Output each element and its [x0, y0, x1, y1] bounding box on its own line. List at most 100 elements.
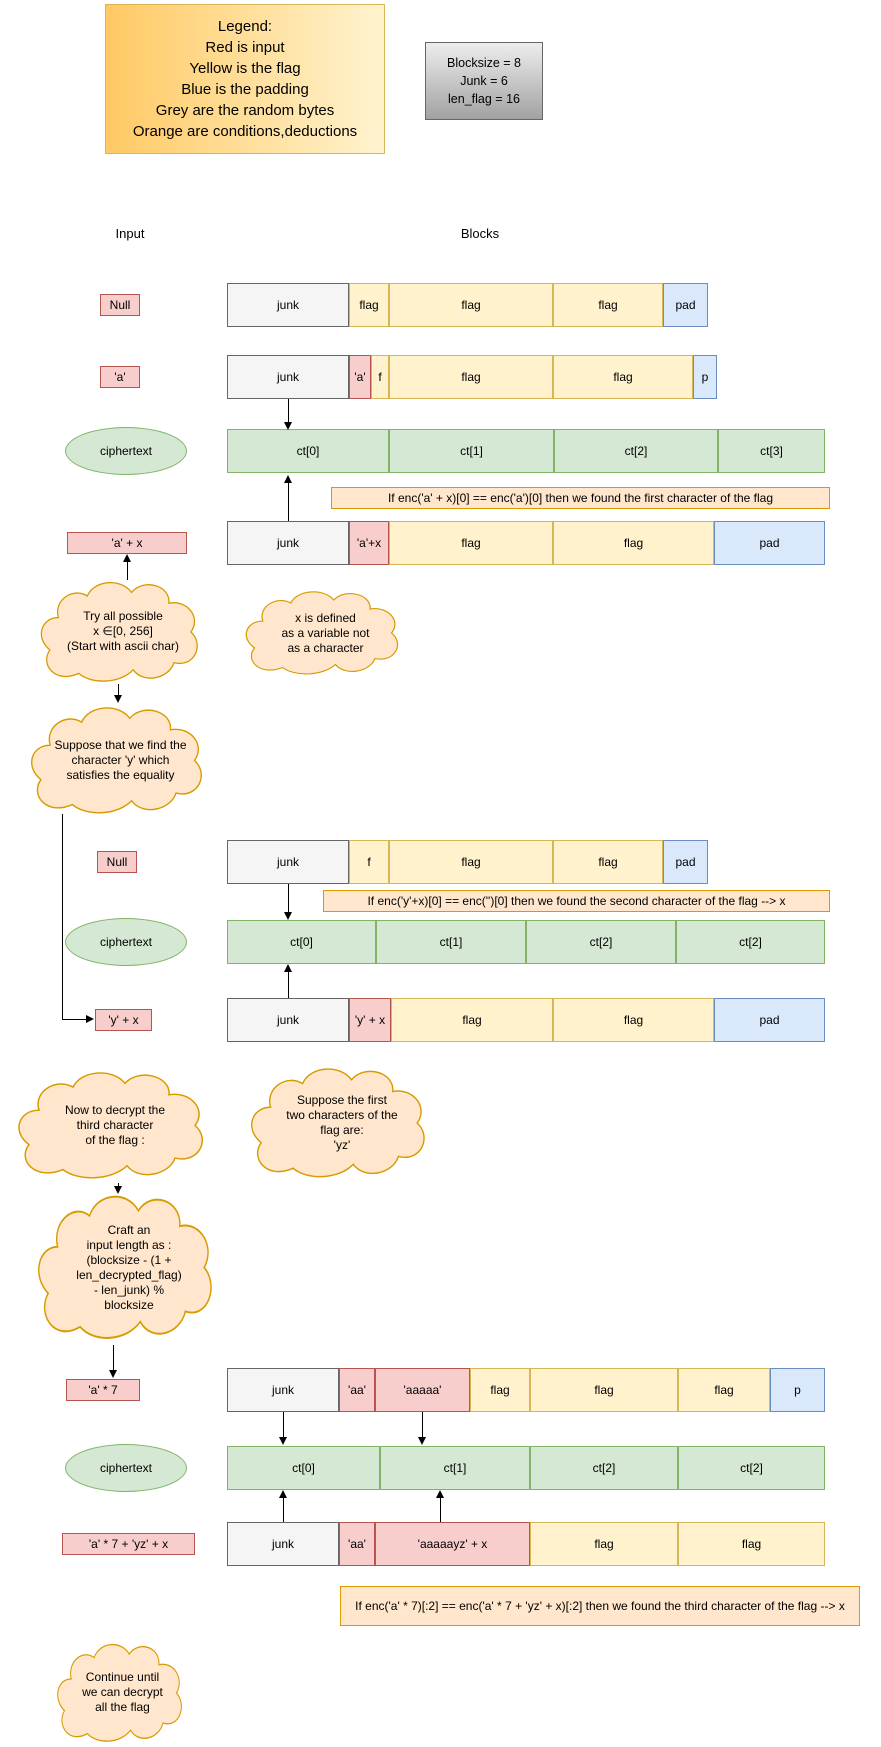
cloud-suppose-yz-text: Suppose the first two characters of the … [286, 1092, 398, 1152]
legend-text: Legend: Red is input Yellow is the flag … [132, 18, 358, 140]
cloud-shape [251, 1068, 425, 1178]
ciphertext-row-3: ct[0] ct[1] ct[2] ct[2] [227, 1446, 825, 1490]
parameters-text: Blocksize = 8 Junk = 6 len_flag = 16 [447, 56, 521, 106]
input-label-a-times-7: 'a' * 7 [66, 1379, 140, 1401]
cloud-x-defined-text: x is defined as a variable not as a char… [281, 610, 370, 655]
block-row-a-times-7: junk 'aa' 'aaaaa' flag flag flag p [227, 1368, 825, 1412]
block-pad: pad [663, 840, 708, 884]
cloud-suppose-y-text: Suppose that we find the character 'y' w… [54, 738, 187, 782]
arrowhead-right [86, 1015, 94, 1023]
block-junk: junk [227, 1368, 339, 1412]
arrow-aaaaa-to-ct1 [422, 1412, 423, 1440]
block-flag: flag [389, 283, 553, 327]
cloud-craft-input-text: Craft an input length as : (blocksize - … [76, 1222, 182, 1312]
block-flag: flag [678, 1368, 770, 1412]
cloud-x-defined: x is defined as a variable not as a char… [243, 588, 408, 678]
ct-block: ct[1] [376, 920, 526, 964]
block-pad: pad [714, 521, 825, 565]
ct-block: ct[2] [554, 429, 718, 473]
block-pad-p: p [693, 355, 717, 399]
arrow-cloud-to-a-plus-x [127, 558, 128, 580]
column-header-blocks: Blocks [460, 226, 500, 241]
block-flag-f: f [371, 355, 389, 399]
block-junk: junk [227, 283, 349, 327]
cloud-shape [245, 591, 398, 675]
cloud-try-all: Try all possible x ∈[0, 256] (Start with… [38, 578, 208, 686]
arrowhead-down [114, 1186, 122, 1194]
ciphertext-ellipse-1: ciphertext [65, 427, 187, 475]
block-pad: pad [663, 283, 708, 327]
block-row-a-plus-x: junk 'a'+x flag flag pad [227, 521, 825, 565]
block-input-a: 'a' [349, 355, 371, 399]
ct-block: ct[0] [227, 1446, 380, 1490]
arrow-y-plus-x-junk-to-ct0 [288, 970, 289, 998]
input-label-a7-yz-x: 'a' * 7 + 'yz' + x [62, 1533, 195, 1555]
arrowhead-up [436, 1490, 444, 1498]
cloud-continue-text: Continue until we can decrypt all the fl… [82, 1670, 163, 1715]
ct-block: ct[1] [389, 429, 554, 473]
ct-block: ct[0] [227, 429, 389, 473]
input-label-a-plus-x: 'a' + x [67, 532, 187, 554]
input-label-null-2: Null [97, 851, 137, 873]
block-flag: flag [553, 998, 714, 1042]
cloud-now-decrypt-text: Now to decrypt the third character of th… [64, 1103, 166, 1147]
block-pad: pad [714, 998, 825, 1042]
connector-suppose-y-line [62, 1019, 88, 1020]
block-flag: flag [391, 998, 553, 1042]
block-row-y-plus-x: junk 'y' + x flag flag pad [227, 998, 825, 1042]
condition-bar-second-char: If enc('y'+x)[0] == enc('')[0] then we f… [323, 890, 830, 912]
ciphertext-ellipse-2: ciphertext [65, 918, 187, 966]
block-flag: flag [389, 840, 553, 884]
arrowhead-down [284, 422, 292, 430]
cloud-craft-input: Craft an input length as : (blocksize - … [35, 1190, 223, 1345]
cloud-now-decrypt: Now to decrypt the third character of th… [15, 1068, 215, 1183]
block-flag-f: f [349, 840, 389, 884]
arrowhead-down [418, 1437, 426, 1445]
block-flag: flag [678, 1522, 825, 1566]
ct-block: ct[2] [526, 920, 676, 964]
block-junk: junk [227, 355, 349, 399]
block-flag: flag [553, 355, 693, 399]
arrowhead-down [279, 1437, 287, 1445]
block-flag: flag [530, 1368, 678, 1412]
block-input-aa: 'aa' [339, 1522, 375, 1566]
arrowhead-up [284, 475, 292, 483]
arrowhead-up [123, 554, 131, 562]
block-flag: flag [553, 283, 663, 327]
arrow-null2-junk-to-ct0 [288, 884, 289, 914]
arrow-a7-junk-to-ct0 [283, 1412, 284, 1440]
block-input-a-plus-x: 'a'+x [349, 521, 389, 565]
ct-block: ct[0] [227, 920, 376, 964]
cloud-shape [40, 582, 198, 682]
legend-box: Legend: Red is input Yellow is the flag … [105, 4, 385, 154]
ciphertext-ellipse-3: ciphertext [65, 1444, 187, 1492]
block-junk: junk [227, 521, 349, 565]
block-junk: junk [227, 998, 349, 1042]
cloud-suppose-y: Suppose that we find the character 'y' w… [28, 703, 213, 818]
arrowhead-up [279, 1490, 287, 1498]
block-junk: junk [227, 840, 349, 884]
block-row-null-1: junk flag flag flag pad [227, 283, 708, 327]
condition-bar-third-char: If enc('a' * 7)[:2] == enc('a' * 7 + 'yz… [340, 1586, 860, 1626]
ct-block: ct[2] [676, 920, 825, 964]
cloud-shape [38, 1195, 212, 1339]
input-label-null-1: Null [100, 294, 140, 316]
block-flag: flag [553, 521, 714, 565]
cloud-suppose-yz: Suppose the first two characters of the … [248, 1064, 436, 1182]
ct-block: ct[1] [380, 1446, 530, 1490]
block-junk: junk [227, 1522, 339, 1566]
block-flag: flag [530, 1522, 678, 1566]
ct-block: ct[2] [678, 1446, 825, 1490]
arrow-bottom-junk-to-ct0 [283, 1496, 284, 1522]
input-label-a: 'a' [100, 366, 140, 388]
arrow-a-junk-to-ct0 [288, 399, 289, 425]
column-header-input: Input [115, 226, 145, 241]
ciphertext-row-2: ct[0] ct[1] ct[2] ct[2] [227, 920, 825, 964]
connector-suppose-y-line [62, 814, 63, 1020]
block-input-aa: 'aa' [339, 1368, 375, 1412]
block-pad-p: p [770, 1368, 825, 1412]
block-row-a: junk 'a' f flag flag p [227, 355, 717, 399]
block-flag: flag [553, 840, 663, 884]
parameters-box: Blocksize = 8 Junk = 6 len_flag = 16 [425, 42, 543, 120]
